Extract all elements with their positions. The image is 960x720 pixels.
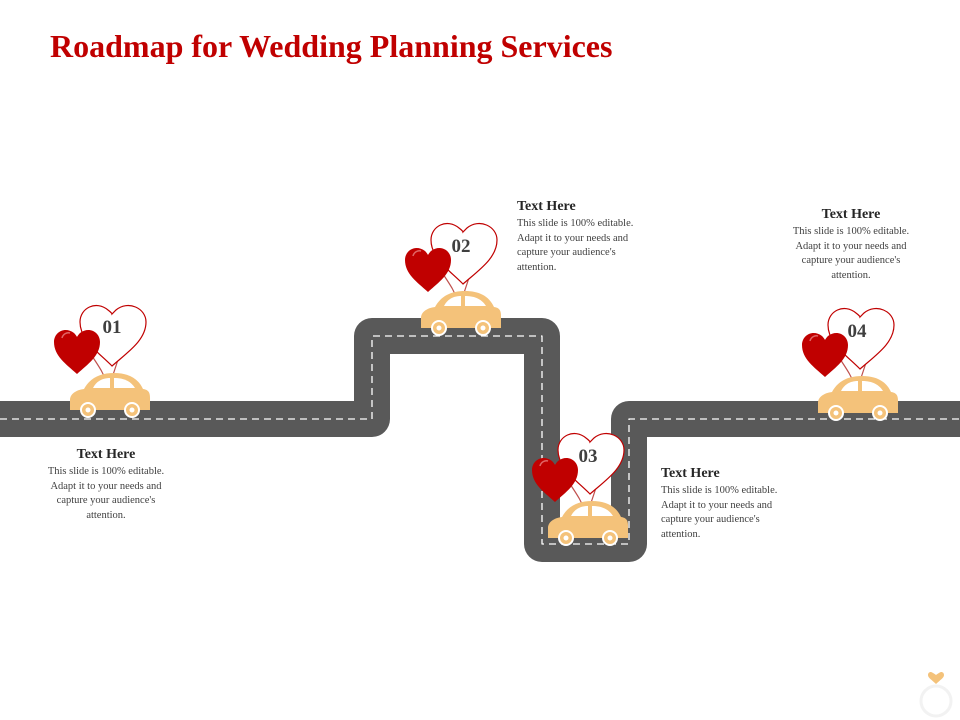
milestone-body-4: This slide is 100% editable. Adapt it to…: [792, 226, 910, 281]
milestone-3-illustration: 03: [530, 424, 660, 574]
milestone-1-illustration: 01: [52, 296, 182, 446]
car-icon: [404, 222, 503, 336]
milestone-text-2: Text Here This slide is 100% editable. A…: [517, 199, 649, 275]
milestone-number-3: 03: [578, 446, 598, 467]
car-icon: [53, 304, 152, 418]
car-icon: [801, 307, 900, 421]
milestone-text-4: Text Here This slide is 100% editable. A…: [785, 207, 917, 283]
road-dashes: [0, 335, 960, 545]
ring-icon: [919, 671, 953, 718]
milestone-heading-2: Text Here: [517, 199, 576, 214]
milestone-heading-1: Text Here: [76, 447, 136, 462]
milestone-body-3: This slide is 100% editable. Adapt it to…: [661, 485, 778, 540]
milestone-2-illustration: 02: [403, 214, 533, 364]
milestone-heading-3: Text Here: [661, 466, 720, 481]
milestone-body-2: This slide is 100% editable. Adapt it to…: [517, 218, 634, 273]
milestone-4-illustration: 04: [800, 299, 930, 449]
milestone-number-2: 02: [451, 236, 471, 257]
milestone-text-3: Text Here This slide is 100% editable. A…: [661, 466, 793, 542]
milestone-heading-4: Text Here: [821, 207, 881, 222]
milestone-text-1: Text Here This slide is 100% editable. A…: [40, 447, 172, 523]
car-icon: [531, 432, 630, 546]
milestone-body-1: This slide is 100% editable. Adapt it to…: [47, 466, 165, 521]
milestone-number-1: 01: [102, 317, 122, 338]
page-title: Roadmap for Wedding Planning Services: [50, 28, 613, 64]
milestone-number-4: 04: [847, 321, 867, 342]
